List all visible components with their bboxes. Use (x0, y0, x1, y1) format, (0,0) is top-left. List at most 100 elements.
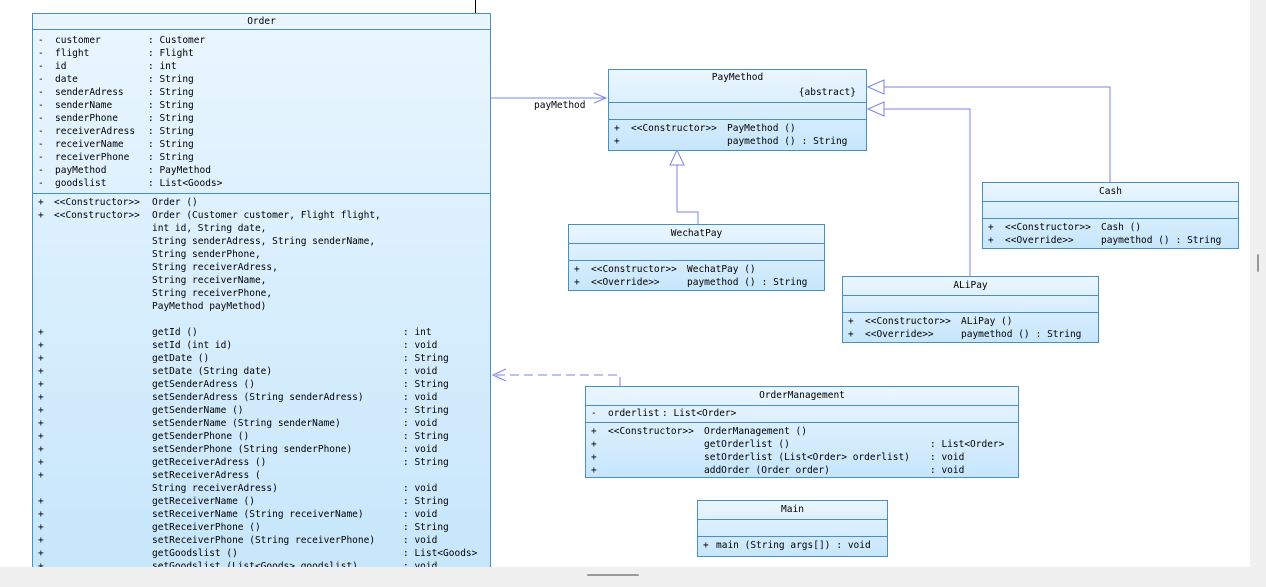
operation-signature: String senderAdress, String senderName, (152, 236, 376, 247)
attribute-type: : Flight (148, 48, 194, 59)
visibility-marker: + (614, 123, 620, 134)
visibility-marker: + (38, 496, 44, 507)
visibility-marker: + (38, 431, 44, 442)
visibility-marker: - (38, 61, 44, 72)
operations-section: +<<Constructor>>Order ()+<<Constructor>>… (33, 194, 490, 567)
operation-row: +setDate (String date): void (33, 365, 490, 378)
visibility-marker: + (38, 353, 44, 364)
operation-return-type: : String (761, 277, 808, 288)
operation-return-type: : List<Goods> (403, 548, 478, 559)
visibility-marker: - (38, 35, 44, 46)
operation-signature: getOrderlist () (704, 439, 790, 450)
operations-section: +<<Constructor>>OrderManagement ()+getOr… (586, 423, 1018, 477)
visibility-marker: + (574, 277, 580, 288)
operation-signature: PayMethod () (727, 123, 796, 134)
attribute-row: -receiverPhone : String (33, 151, 490, 164)
visibility-marker: - (38, 152, 44, 163)
horizontal-scroll-thumb[interactable] (587, 574, 639, 576)
operation-signature: setReceiverName (String receiverName) (152, 509, 364, 520)
operation-return-type: : String (801, 136, 848, 147)
class-ordermanagement[interactable]: OrderManagement -orderlist: List<Order> … (585, 386, 1019, 478)
visibility-marker: - (38, 74, 44, 85)
attribute-type: : String (148, 152, 194, 163)
connector-stub (475, 0, 476, 13)
visibility-marker: + (38, 366, 44, 377)
attribute-name: receiverPhone (55, 152, 130, 163)
class-paymethod[interactable]: PayMethod {abstract} +<<Constructor>>Pay… (608, 69, 867, 151)
operation-signature: addOrder (Order order) (704, 465, 830, 476)
vertical-scroll-thumb[interactable] (1257, 254, 1259, 272)
attribute-row: -customer: Customer (33, 34, 490, 47)
association-label: payMethod (534, 100, 586, 111)
operation-signature: Cash () (1101, 222, 1142, 233)
operation-signature: paymethod (): String (727, 136, 848, 147)
operation-signature: OrderManagement () (704, 426, 807, 437)
operation-return-type: : List<Order> (930, 439, 1005, 450)
generalization-arrow-alipay (866, 101, 885, 117)
operation-stereotype: <<Override>> (1005, 235, 1074, 246)
operation-return-type: : String (403, 457, 449, 468)
operation-signature: setReceiverPhone (String receiverPhone) (152, 535, 376, 546)
operation-row: +setSenderPhone (String senderPhone): vo… (33, 443, 490, 456)
operation-row: +setReceiverAdress (String receiverAdres… (33, 469, 490, 495)
operation-return-type: : void (403, 561, 438, 567)
operation-row: +<<Constructor>>Order () (33, 196, 490, 209)
attribute-name: receiverName (55, 139, 124, 150)
attribute-row: -senderPhone: String (33, 112, 490, 125)
visibility-marker: + (591, 426, 597, 437)
operation-return-type: : void (403, 535, 438, 546)
visibility-marker: + (38, 444, 44, 455)
operation-return-type: : String (403, 431, 449, 442)
operations-section: +<<Constructor>>Cash ()+<<Override>>paym… (983, 219, 1238, 247)
attribute-type: : String (148, 74, 194, 85)
visibility-marker: + (574, 264, 580, 275)
attribute-name: id (55, 61, 67, 72)
operation-return-type: : void (403, 509, 438, 520)
operation-row: +setSenderAdress (String senderAdress): … (33, 391, 490, 404)
operation-return-type: : String (1035, 329, 1082, 340)
vertical-scrollbar[interactable] (1250, 0, 1266, 567)
operation-return-type: : void (403, 392, 438, 403)
class-main[interactable]: Main +main (String args[]): void (697, 500, 888, 557)
class-title: WechatPay (569, 225, 824, 244)
dependency-arrowhead (491, 368, 507, 382)
attribute-row: -receiverName: String (33, 138, 490, 151)
generalization-arrow-cash (866, 79, 885, 95)
class-alipay[interactable]: ALiPay +<<Constructor>>ALiPay ()+<<Overr… (842, 276, 1099, 343)
visibility-marker: + (38, 210, 44, 221)
attribute-type: : List<Order> (662, 408, 737, 419)
diagram-canvas[interactable]: payMethod Order -customer: Customer-flig… (0, 0, 1250, 567)
visibility-marker: - (38, 87, 44, 98)
visibility-marker: + (988, 222, 994, 233)
operation-signature: setGoodslist (List<Goods> goodslist) (152, 561, 358, 567)
class-cash[interactable]: Cash +<<Constructor>>Cash ()+<<Override>… (982, 182, 1239, 249)
visibility-marker: - (38, 165, 44, 176)
operation-stereotype: <<Override>> (865, 329, 934, 340)
generalization-cash (884, 86, 1111, 183)
horizontal-scrollbar[interactable] (0, 567, 1266, 587)
operation-row: +getReceiverPhone (): String (33, 521, 490, 534)
attribute-type: : String (148, 100, 194, 111)
attribute-type: : int (148, 61, 177, 72)
generalization-arrow-wechatpay (669, 148, 685, 166)
attributes-section (843, 296, 1098, 313)
operation-signature: String receiverAdress) (152, 483, 278, 494)
operation-stereotype: <<Constructor>> (54, 210, 140, 221)
class-wechatpay[interactable]: WechatPay +<<Constructor>>WechatPay ()+<… (568, 224, 825, 291)
attribute-type: : List<Goods> (148, 178, 223, 189)
visibility-marker: + (703, 540, 709, 551)
class-title: Order (33, 14, 490, 30)
dependency-line (493, 374, 621, 386)
visibility-marker: + (614, 136, 620, 147)
attribute-name: receiverAdress (55, 126, 136, 137)
operation-return-type: : String (403, 522, 449, 533)
class-order[interactable]: Order -customer: Customer-flight: Flight… (32, 13, 491, 567)
class-title: Main (698, 501, 887, 520)
visibility-marker: + (848, 329, 854, 340)
operations-section: +<<Constructor>>WechatPay ()+<<Override>… (569, 261, 824, 289)
operation-row: +getReceiverName (): String (33, 495, 490, 508)
operation-return-type: : String (403, 496, 449, 507)
operation-signature: getSenderName () (152, 405, 244, 416)
visibility-marker: + (38, 561, 44, 567)
operation-return-type: : String (1175, 235, 1222, 246)
